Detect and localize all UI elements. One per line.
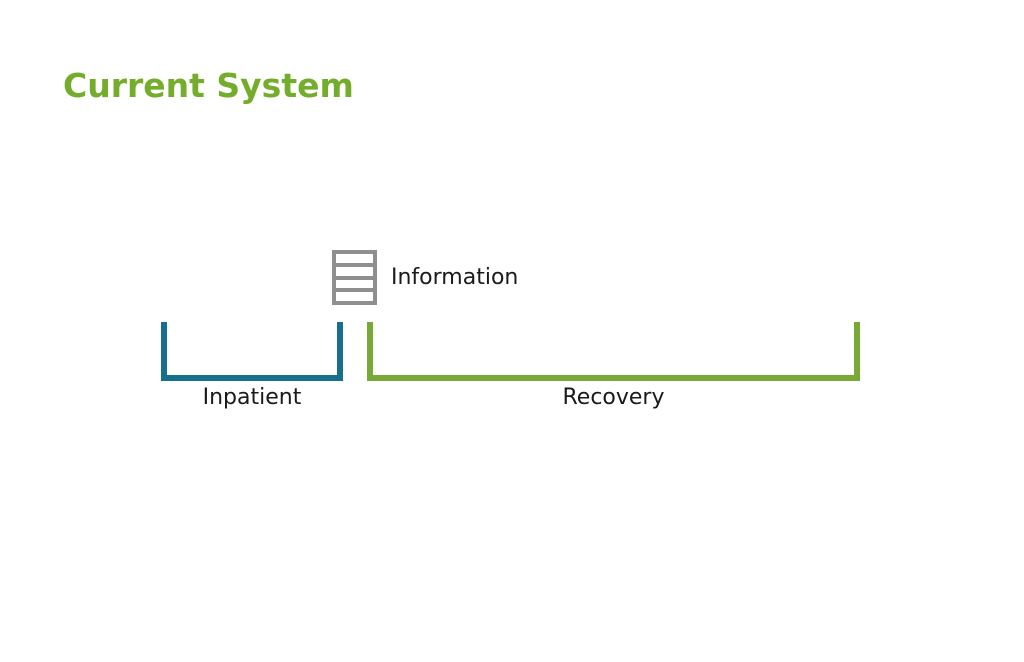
stacked-list-divider [336,275,373,280]
stacked-list-divider [336,262,373,267]
recovery-bracket [367,322,860,381]
inpatient-bracket [161,322,343,381]
inpatient-label: Inpatient [202,385,302,410]
information-label: Information [391,265,519,290]
stacked-list-row [336,292,373,301]
page-title: Current System [63,66,354,105]
information-group: Information [332,250,518,305]
stacked-list-icon [332,250,377,305]
stacked-list-row [336,279,373,289]
stacked-list-row [336,266,373,276]
stacked-list-row [336,254,373,263]
stacked-list-divider [336,288,373,293]
recovery-label: Recovery [562,385,665,410]
